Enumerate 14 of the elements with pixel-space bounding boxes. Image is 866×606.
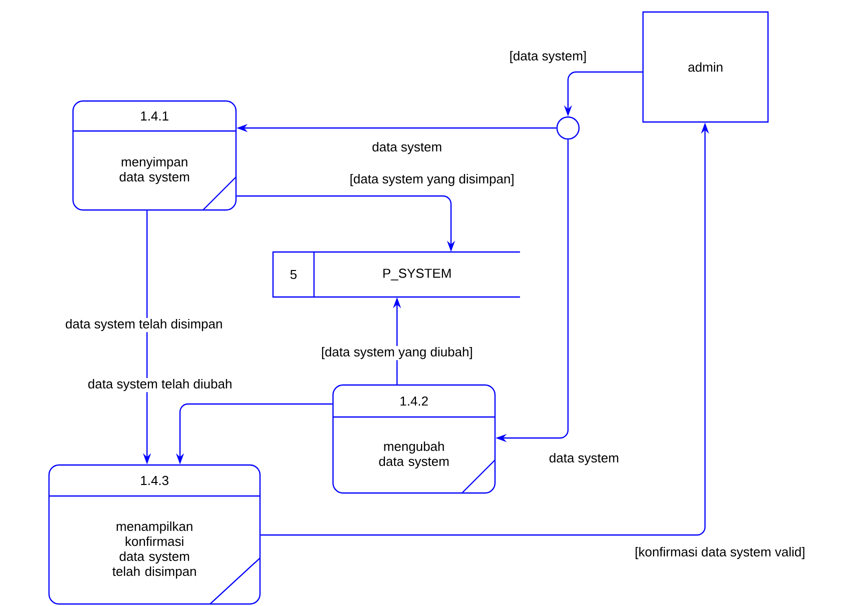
edge-label: [konfirmasi data system valid] xyxy=(634,546,806,560)
junction-circle xyxy=(556,116,580,140)
edge-label: data system telah diubah xyxy=(86,378,234,392)
edge-label: data system xyxy=(370,140,444,156)
edge-label: [data system yang diubah] xyxy=(320,346,474,360)
edge-label: [data system yang disimpan] xyxy=(348,172,516,188)
process-box: 1.4.2 mengubah data system xyxy=(332,384,496,494)
process-box: 1.4.3 menampilkan konfirmasi data system telah disimpan xyxy=(48,464,261,605)
edge-label: [data system] xyxy=(508,50,588,64)
edge-label: data system telah disimpan xyxy=(64,318,224,332)
process-box: 1.4.1 menyimpan data system xyxy=(72,100,237,211)
edge-label: data system xyxy=(548,452,620,466)
entity-box: admin xyxy=(642,11,769,123)
data-store: 5 P_SYSTEM xyxy=(272,251,520,298)
